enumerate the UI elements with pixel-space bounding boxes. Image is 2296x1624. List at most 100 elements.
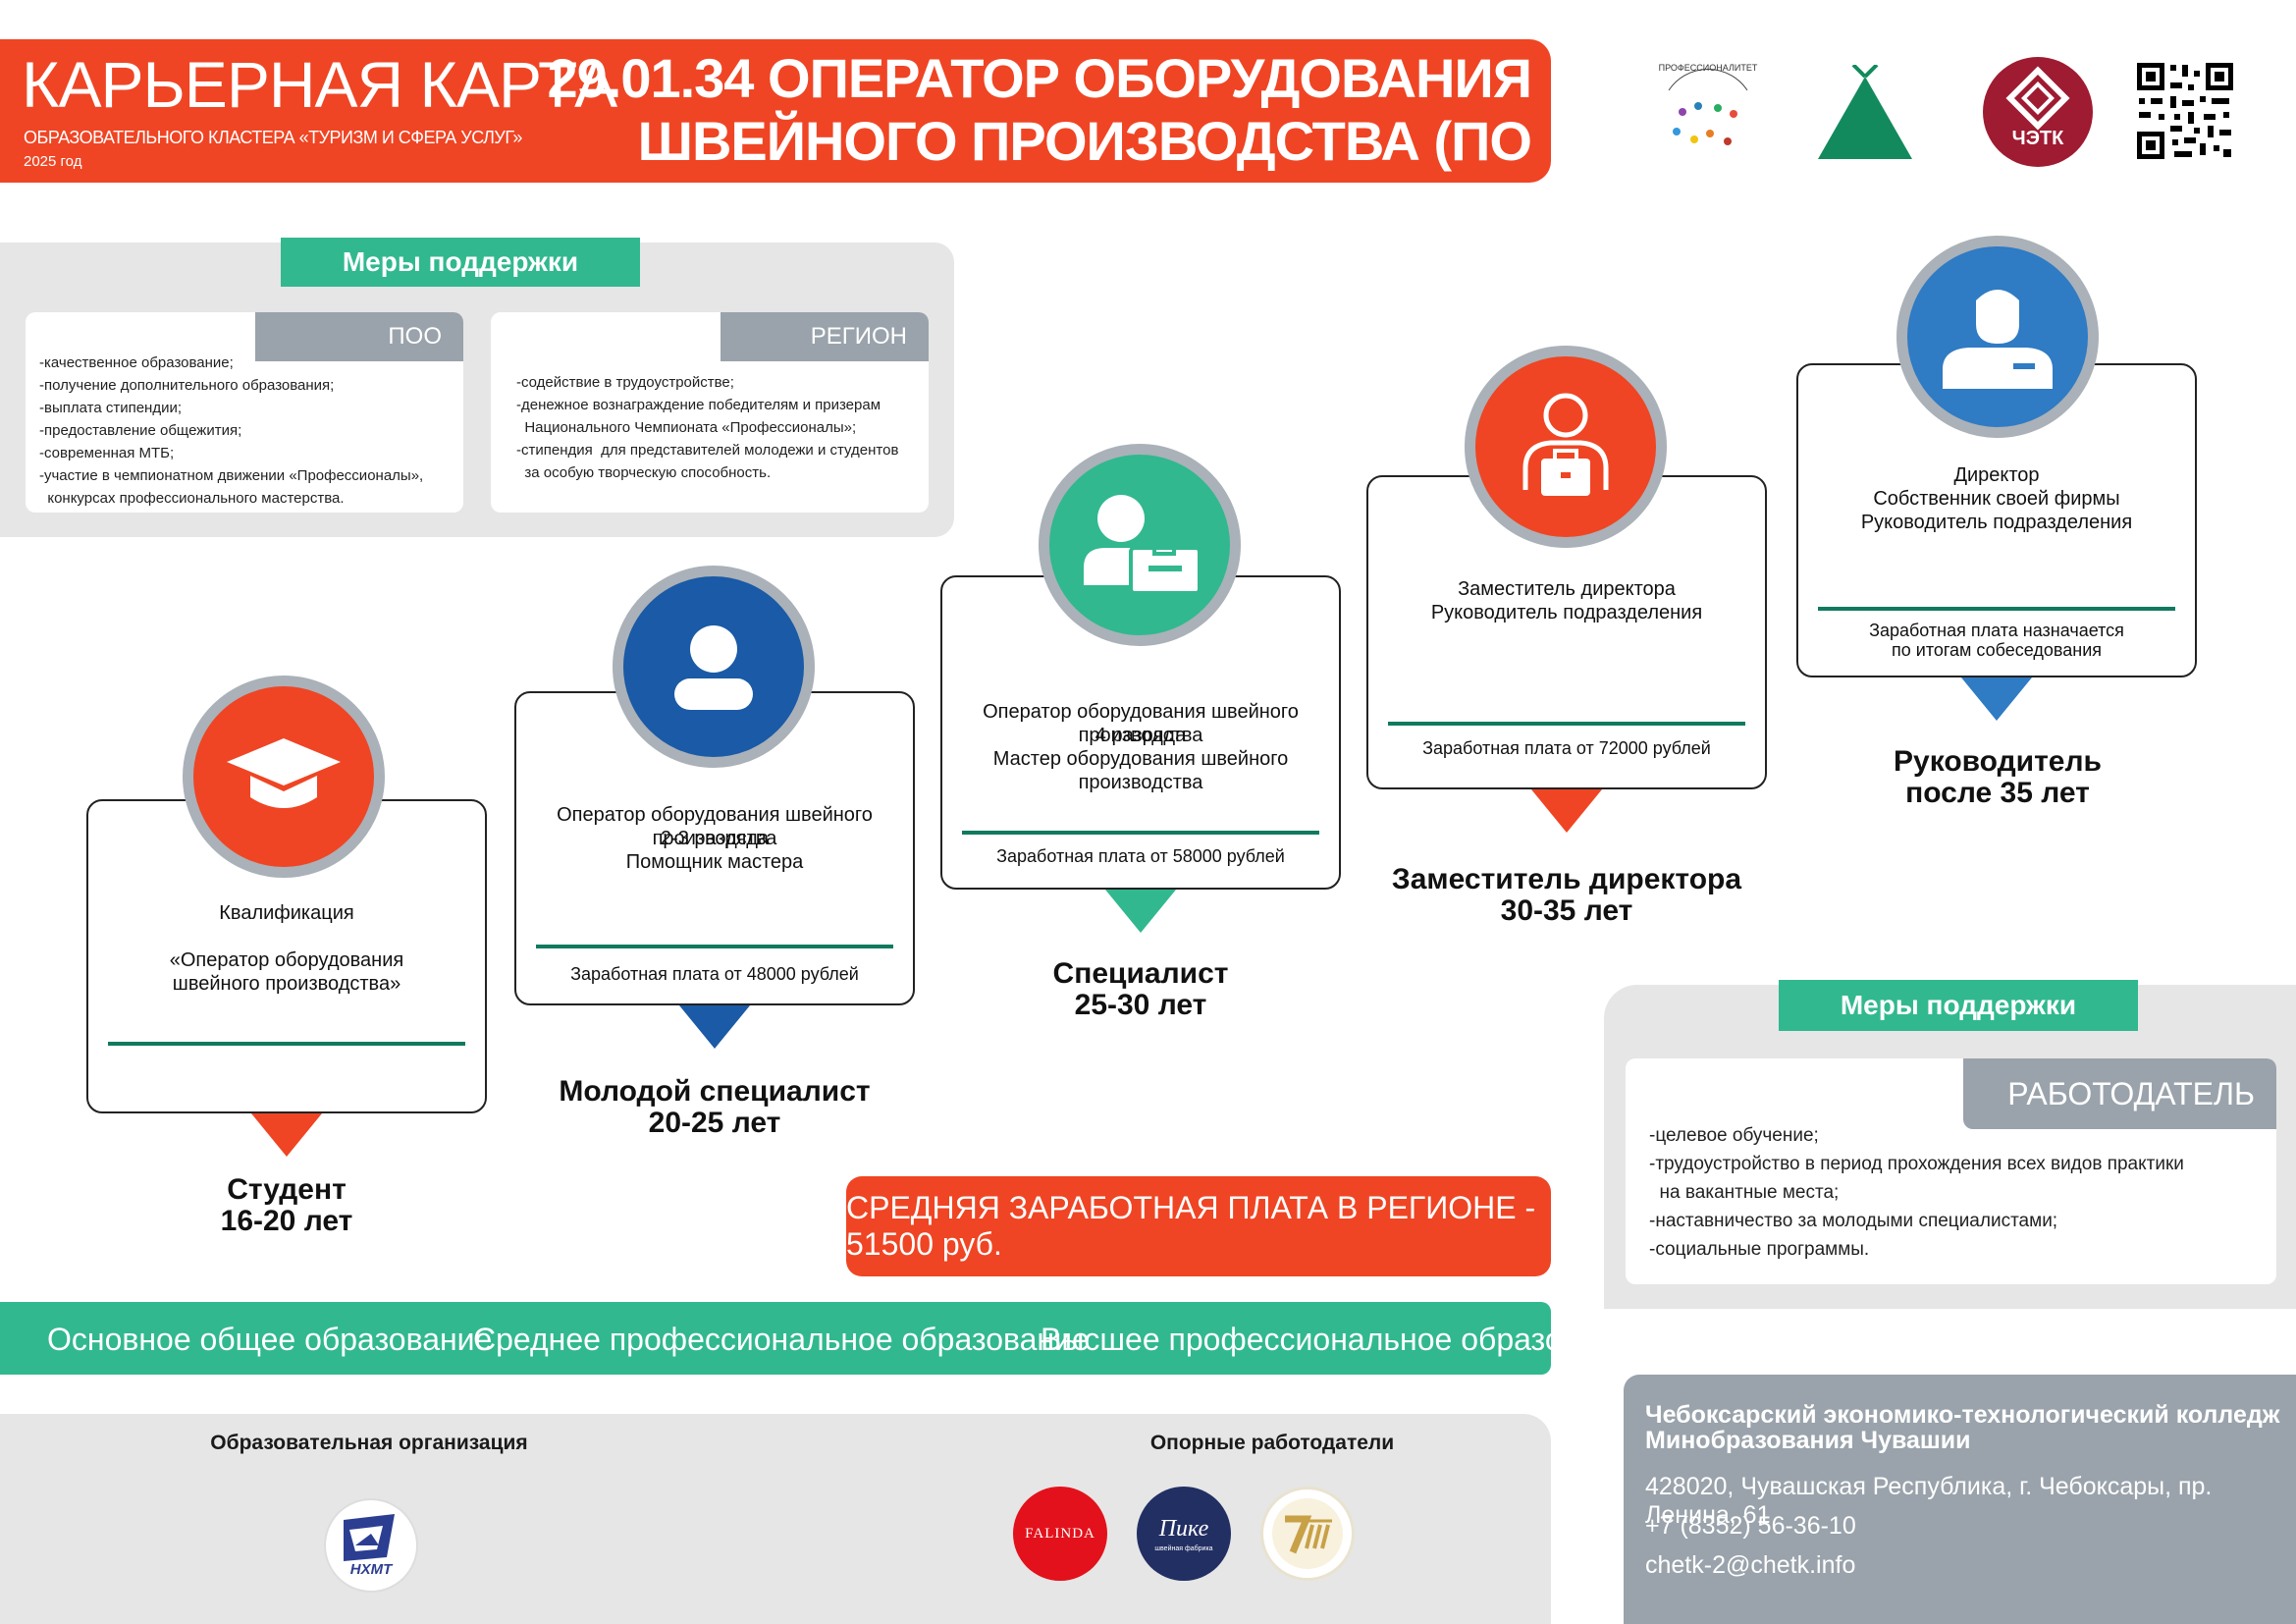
header-title-panel	[0, 39, 501, 183]
specialist-position-line: Оператор оборудования швейного производс…	[983, 701, 1299, 746]
employer-label: РАБОТОДАТЕЛЬ	[1963, 1058, 2276, 1129]
college-phone[interactable]: +7 (8352) 56-36-10	[1645, 1512, 1856, 1540]
deputy-pointer	[1531, 789, 1602, 833]
briefcase-person-icon	[1522, 393, 1609, 496]
poo-label: ПОО	[255, 312, 463, 361]
student-qualification-label: Квалификация	[219, 902, 354, 924]
specialist-salary: Заработная плата от 58000 рублей	[996, 846, 1285, 866]
edu-org-title: Образовательная организация	[210, 1432, 528, 1454]
nhmt-logo-text: НХМТ	[349, 1561, 393, 1578]
stage-director-title: Руководитель	[1894, 745, 2102, 778]
stage-specialist: Специалист 25-30 лет	[993, 958, 1288, 1021]
contacts-panel	[1624, 1375, 2296, 1624]
header-profession-panel	[501, 39, 1551, 183]
professionalitet-logo: ПРОФЕССИОНАЛИТЕТ	[1649, 61, 1767, 159]
director-divider	[1818, 607, 2175, 611]
support-measures-title: Меры поддержки	[281, 238, 640, 287]
manager-icon	[1943, 290, 2053, 389]
student-divider	[108, 1042, 465, 1046]
employer-emblem-icon	[1272, 1498, 1343, 1569]
director-salary-line: по итогам собеседования	[1892, 640, 2102, 660]
page-subtitle: ОБРАЗОВАТЕЛЬНОГО КЛАСТЕРА «ТУРИЗМ И СФЕР…	[24, 128, 522, 147]
profession-title-line1: 29.01.34 ОПЕРАТОР ОБОРУДОВАНИЯ	[547, 47, 1532, 109]
director-icon-circle	[1896, 236, 2099, 438]
specialist-position-line: 4 разряда	[1095, 725, 1187, 746]
employer-pike-logo: Пике швейная фабрика	[1137, 1487, 1231, 1581]
stage-young: Молодой специалист 20-25 лет	[550, 1076, 880, 1139]
deputy-divider	[1388, 722, 1745, 726]
chetk-diamond-icon	[2005, 66, 2070, 131]
deputy-position-line: Заместитель директора	[1458, 578, 1676, 600]
average-salary-banner: СРЕДНЯЯ ЗАРАБОТНАЯ ПЛАТА В РЕГИОНЕ - 515…	[846, 1176, 1551, 1276]
stage-director-age: после 35 лет	[1905, 777, 2090, 809]
stage-student-title: Студент	[227, 1173, 347, 1206]
director-salary-line: Заработная плата назначается	[1869, 621, 2124, 640]
poo-list: -качественное образование; -получение до…	[39, 354, 424, 507]
young-position-line: Оператор оборудования швейного производс…	[557, 804, 873, 849]
director-position-line: Руководитель подразделения	[1860, 512, 2133, 533]
stage-specialist-title: Специалист	[1052, 957, 1229, 990]
stage-deputy: Заместитель директора 30-35 лет	[1390, 864, 1743, 927]
college-name-line1: Чебоксарский экономико-технологический к…	[1645, 1401, 2280, 1429]
young-position-line: Помощник мастера	[625, 851, 804, 873]
deputy-salary: Заработная плата от 72000 рублей	[1422, 738, 1711, 758]
tent-icon	[1818, 63, 1912, 159]
region-list: -содействие в трудоустройстве; -денежное…	[516, 374, 899, 481]
employer-support-title: Меры поддержки	[1779, 980, 2138, 1031]
college-address: 428020, Чувашская Республика, г. Чебокса…	[1645, 1473, 2213, 1529]
employer-support-list: -целевое обучение; -трудоустройство в пе…	[1649, 1125, 2184, 1260]
nhmt-logo: НХМТ	[324, 1498, 418, 1593]
profession-title: 29.01.34 ОПЕРАТОР ОБОРУДОВАНИЯ ШВЕЙНОГО …	[530, 47, 1532, 236]
specialist-pointer	[1105, 890, 1176, 933]
page-year: 2025 год	[24, 153, 82, 170]
user-icon	[674, 625, 753, 710]
young-divider	[536, 945, 893, 948]
young-icon-circle	[613, 566, 815, 768]
specialist-position-line: Мастер оборудования швейного производств…	[992, 748, 1289, 793]
page-title: КАРЬЕРНАЯ КАРТА	[22, 48, 617, 121]
education-higher: Высшее профессиональное образование	[1041, 1322, 1649, 1357]
profession-title-line2: ШВЕЙНОГО ПРОИЗВОДСТВА (ПО ВИДАМ)	[637, 110, 1532, 235]
stage-deputy-title: Заместитель директора	[1391, 863, 1742, 895]
region-label: РЕГИОН	[721, 312, 929, 361]
young-position-line: 2-3 разряда	[660, 828, 770, 849]
young-pointer	[679, 1005, 750, 1049]
chetk-logo-text: ЧЭТК	[2011, 128, 2064, 149]
specialist-divider	[962, 831, 1319, 835]
college-email[interactable]: chetk-2@chetk.info	[1645, 1551, 1856, 1579]
deputy-icon-circle	[1465, 346, 1667, 548]
college-name: Чебоксарский экономико-технологический к…	[1645, 1402, 2279, 1453]
young-salary: Заработная плата от 48000 рублей	[570, 964, 859, 984]
chetk-logo: ЧЭТК	[1983, 57, 2093, 167]
education-levels-band	[0, 1302, 1551, 1375]
education-basic: Основное общее образование	[47, 1322, 493, 1357]
employer-falinda-logo: FALINDA	[1013, 1487, 1107, 1581]
professionalitet-icon	[1668, 69, 1748, 145]
employers-title: Опорные работодатели	[1149, 1432, 1395, 1454]
college-name-line2: Минобразования Чувашии	[1645, 1427, 1971, 1454]
graduation-cap-icon	[227, 738, 341, 808]
employer-pike-sub: швейная фабрика	[1154, 1545, 1213, 1552]
stage-director: Руководитель после 35 лет	[1845, 746, 2150, 809]
student-qualification-line: «Оператор оборудования	[169, 949, 404, 971]
tent-logo	[1816, 63, 1914, 164]
user-badge-icon	[1084, 495, 1201, 595]
student-pointer	[251, 1113, 322, 1157]
deputy-position-line: Руководитель подразделения	[1430, 602, 1703, 623]
director-position-line: Директор	[1953, 464, 2040, 486]
student-icon-circle	[183, 676, 385, 878]
qr-code[interactable]	[2135, 61, 2235, 161]
employer-pike-name: Пике	[1158, 1516, 1209, 1542]
director-pointer	[1961, 677, 2032, 721]
employer-third-logo	[1260, 1487, 1355, 1581]
education-secondary: Среднее профессиональное образование	[473, 1322, 1090, 1357]
stage-student-age: 16-20 лет	[220, 1205, 353, 1237]
stage-deputy-age: 30-35 лет	[1500, 894, 1633, 927]
student-qualification-line: швейного производства»	[172, 973, 401, 995]
specialist-icon-circle	[1039, 444, 1241, 646]
stage-young-age: 20-25 лет	[648, 1107, 781, 1139]
director-position-line: Собственник своей фирмы	[1873, 488, 2120, 510]
professionalitet-logo-text: ПРОФЕССИОНАЛИТЕТ	[1658, 63, 1758, 73]
stage-student: Студент 16-20 лет	[139, 1174, 434, 1237]
stage-specialist-age: 25-30 лет	[1074, 989, 1207, 1021]
